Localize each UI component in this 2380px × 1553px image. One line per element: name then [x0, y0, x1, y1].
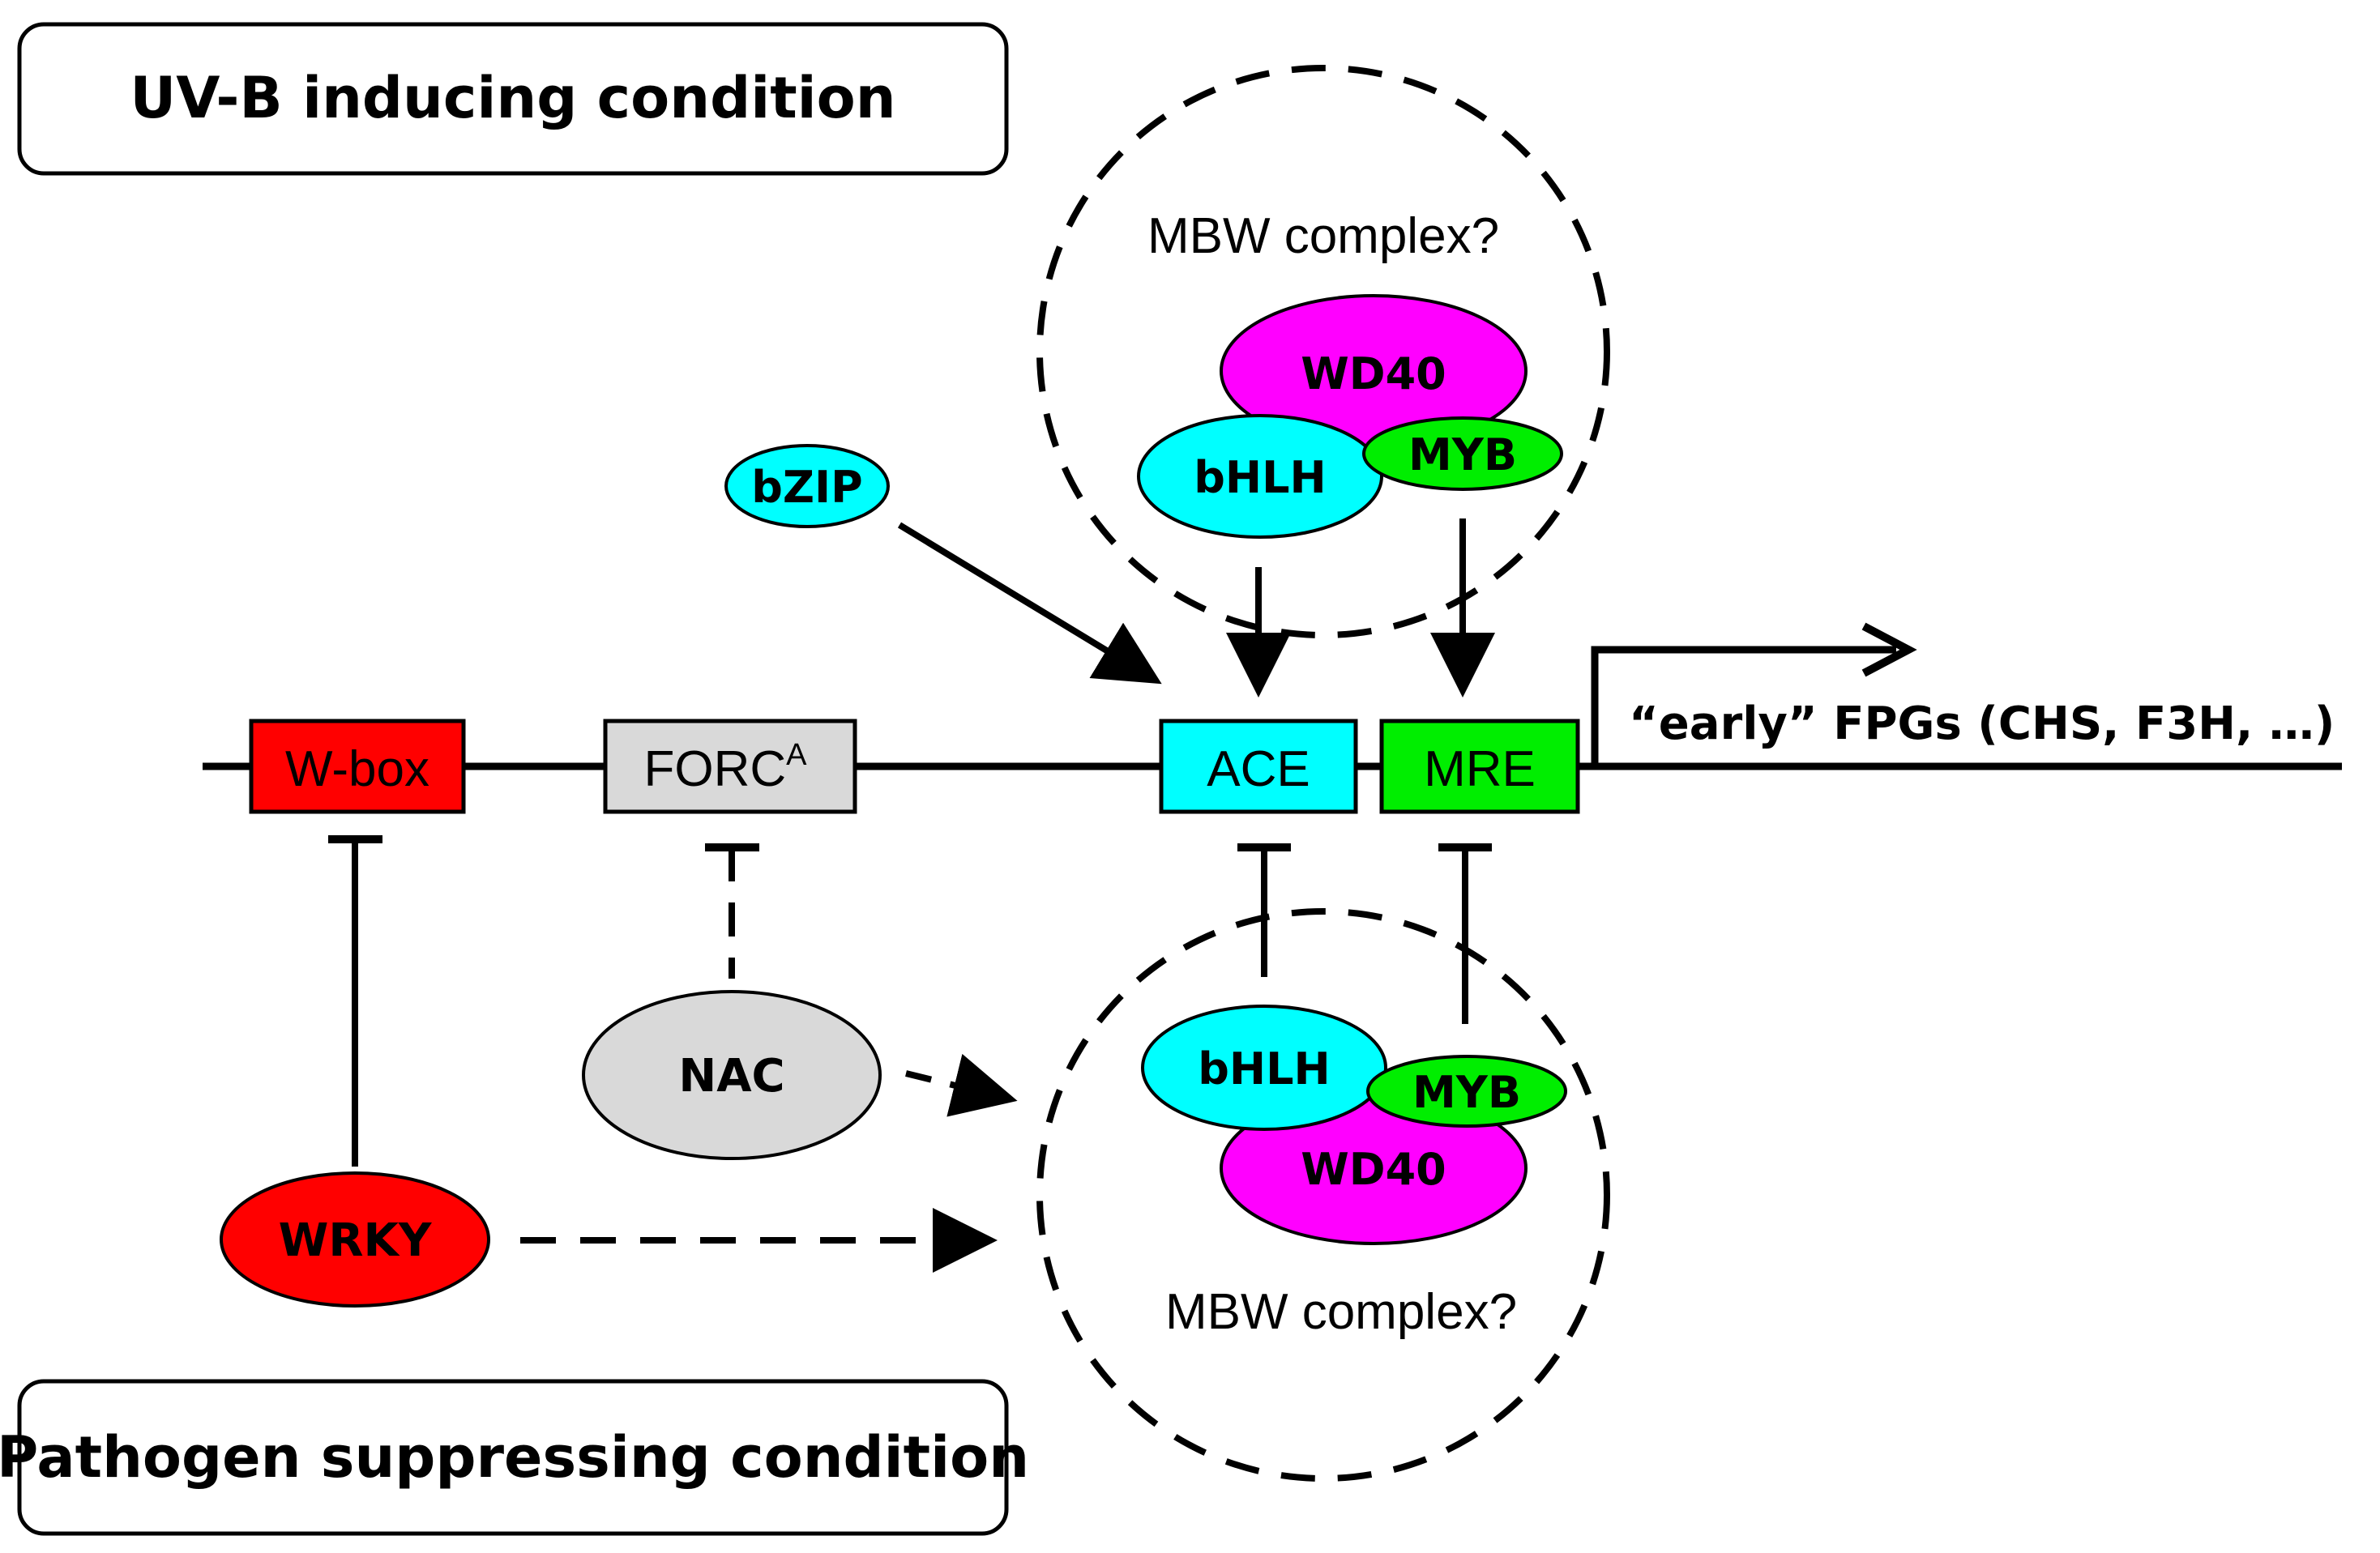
nac-protein: NAC — [582, 990, 882, 1160]
lower-bhlh — [1141, 1005, 1387, 1131]
early-fpgs-label: “early” FPGs (CHS, F3H, …) — [1629, 698, 2335, 750]
mre-element: MRE — [1379, 719, 1580, 814]
upper-myb — [1362, 416, 1563, 491]
wbox-element: W-box — [249, 719, 466, 814]
upper-mbw-complex: MBW complex? WD40 bHLH MYB — [1036, 65, 1610, 638]
lower-bhlh-label: bHLH — [1198, 1043, 1330, 1094]
mre-label: MRE — [1424, 741, 1536, 797]
bzip-to-ace-arrow — [897, 522, 1162, 685]
ace-label: ACE — [1207, 741, 1310, 797]
svg-text:FORCA: FORCA — [643, 738, 807, 797]
upper-bhlh-label: bHLH — [1194, 452, 1326, 503]
nac-to-mbw-arrow — [905, 1053, 1018, 1117]
forca-element: FORCA — [603, 719, 857, 814]
pathogen-condition-box: Pathogen suppressing condition — [0, 1379, 1029, 1536]
forc-superscript: A — [786, 738, 807, 772]
forc-label: FORC — [643, 741, 786, 797]
bzip-label: bZIP — [751, 462, 862, 513]
upper-complex-label: MBW complex? — [1147, 208, 1499, 264]
upper-bhlh — [1137, 414, 1383, 539]
uvb-condition-label: UV-B inducing condition — [130, 65, 895, 131]
upper-myb-label: MYB — [1408, 429, 1517, 480]
upper-wd40-label: WD40 — [1301, 348, 1446, 399]
wrky-represses-wbox — [328, 835, 382, 1167]
mbw-represses-mre — [1438, 843, 1492, 1024]
nac-label: NAC — [678, 1050, 784, 1103]
pathogen-condition-label: Pathogen suppressing condition — [0, 1424, 1029, 1491]
uvb-condition-box: UV-B inducing condition — [17, 22, 1009, 176]
lower-wd40-label: WD40 — [1301, 1144, 1446, 1195]
bzip-protein: bZIP — [724, 444, 890, 528]
lower-complex-label: MBW complex? — [1165, 1284, 1517, 1340]
mbw-represses-ace — [1237, 843, 1291, 977]
ace-element: ACE — [1159, 719, 1358, 814]
lower-myb-label: MYB — [1412, 1067, 1521, 1118]
wrky-protein: WRKY — [220, 1171, 490, 1308]
wrky-label: WRKY — [279, 1214, 433, 1267]
wbox-label: W-box — [285, 741, 429, 797]
nac-represses-forca — [705, 843, 759, 979]
lower-myb — [1366, 1055, 1567, 1128]
lower-mbw-complex: WD40 bHLH MYB MBW complex? — [1036, 908, 1610, 1482]
transcription-start-arrow — [1591, 622, 1917, 766]
